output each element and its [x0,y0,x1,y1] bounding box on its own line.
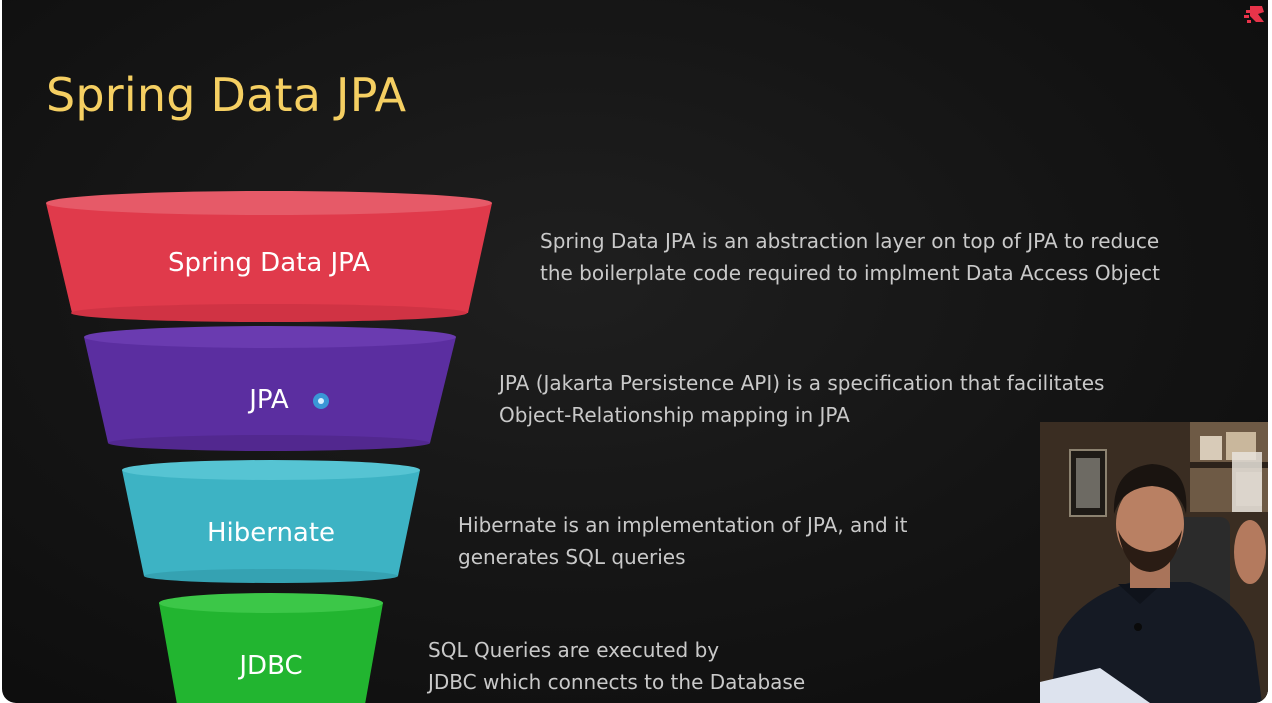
funnel-layer-jdbc: JDBC [159,593,383,703]
description-spring-data-jpa: Spring Data JPA is an abstraction layer … [540,225,1160,289]
description-line: Object-Relationship mapping in JPA [499,403,850,427]
description-line: SQL Queries are executed by [428,638,720,662]
funnel-layer-jpa: JPA [84,326,456,451]
funnel-layer-hibernate: Hibernate [122,460,420,583]
cursor-pointer-icon [313,393,329,409]
funnel-layer-spring-data-jpa: Spring Data JPA [46,191,492,322]
description-line: JPA (Jakarta Persistence API) is a speci… [499,371,1105,395]
description-line: JDBC which connects to the Database [428,670,806,694]
description-line: the boilerplate code required to implmen… [540,261,1160,285]
description-line: generates SQL queries [458,545,686,569]
presenter-image [1040,422,1268,703]
description-line: Hibernate is an implementation of JPA, a… [458,513,908,537]
description-jdbc: SQL Queries are executed by JDBC which c… [428,634,805,698]
description-hibernate: Hibernate is an implementation of JPA, a… [458,509,907,573]
slide-title: Spring Data JPA [46,68,407,122]
description-line: Spring Data JPA is an abstraction layer … [540,229,1160,253]
funnel-label-hibernate: Hibernate [207,518,335,548]
funnel-label-jdbc: JDBC [237,651,302,681]
funnel-label-jpa: JPA [247,385,289,415]
brand-logo-icon [1244,6,1264,23]
funnel-label-spring-data-jpa: Spring Data JPA [168,248,370,278]
presenter-webcam [1040,422,1268,703]
description-jpa: JPA (Jakarta Persistence API) is a speci… [499,367,1104,431]
